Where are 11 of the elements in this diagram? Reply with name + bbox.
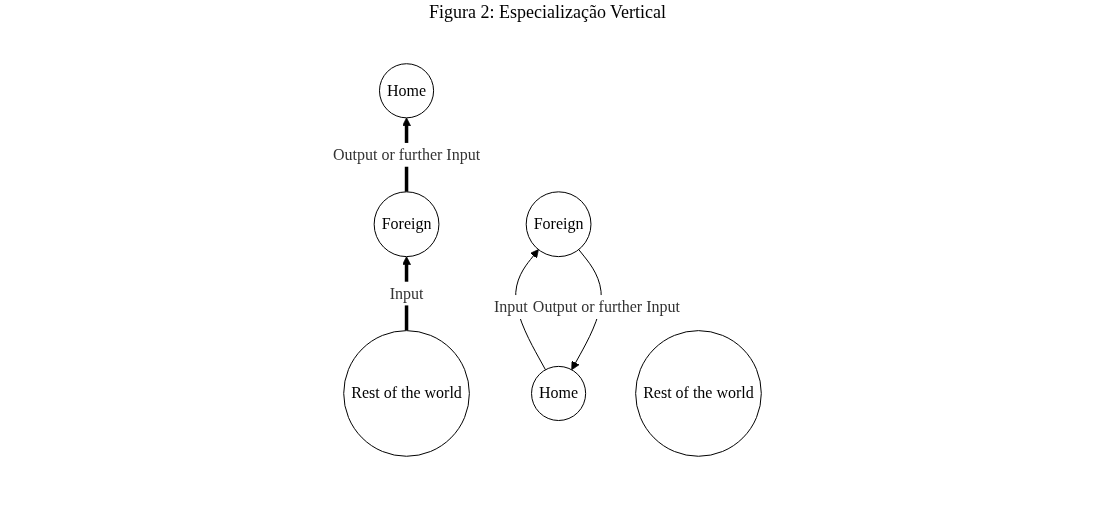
node-circle: Rest of the world	[343, 330, 471, 457]
edge-label: Input	[494, 298, 529, 316]
diagram-title: Figura 2: Especialização Vertical	[427, 2, 668, 23]
node-circle: Foreign	[526, 191, 592, 258]
edge-label: Output or further Input	[333, 145, 481, 163]
edge-label: Input	[389, 284, 424, 302]
node-circle: Home	[531, 365, 587, 421]
node-circle: Rest of the world	[635, 330, 763, 457]
edge-label: Output or further Input	[533, 298, 681, 316]
node-circle: Foreign	[374, 191, 440, 258]
node-circle: Home	[379, 63, 435, 119]
